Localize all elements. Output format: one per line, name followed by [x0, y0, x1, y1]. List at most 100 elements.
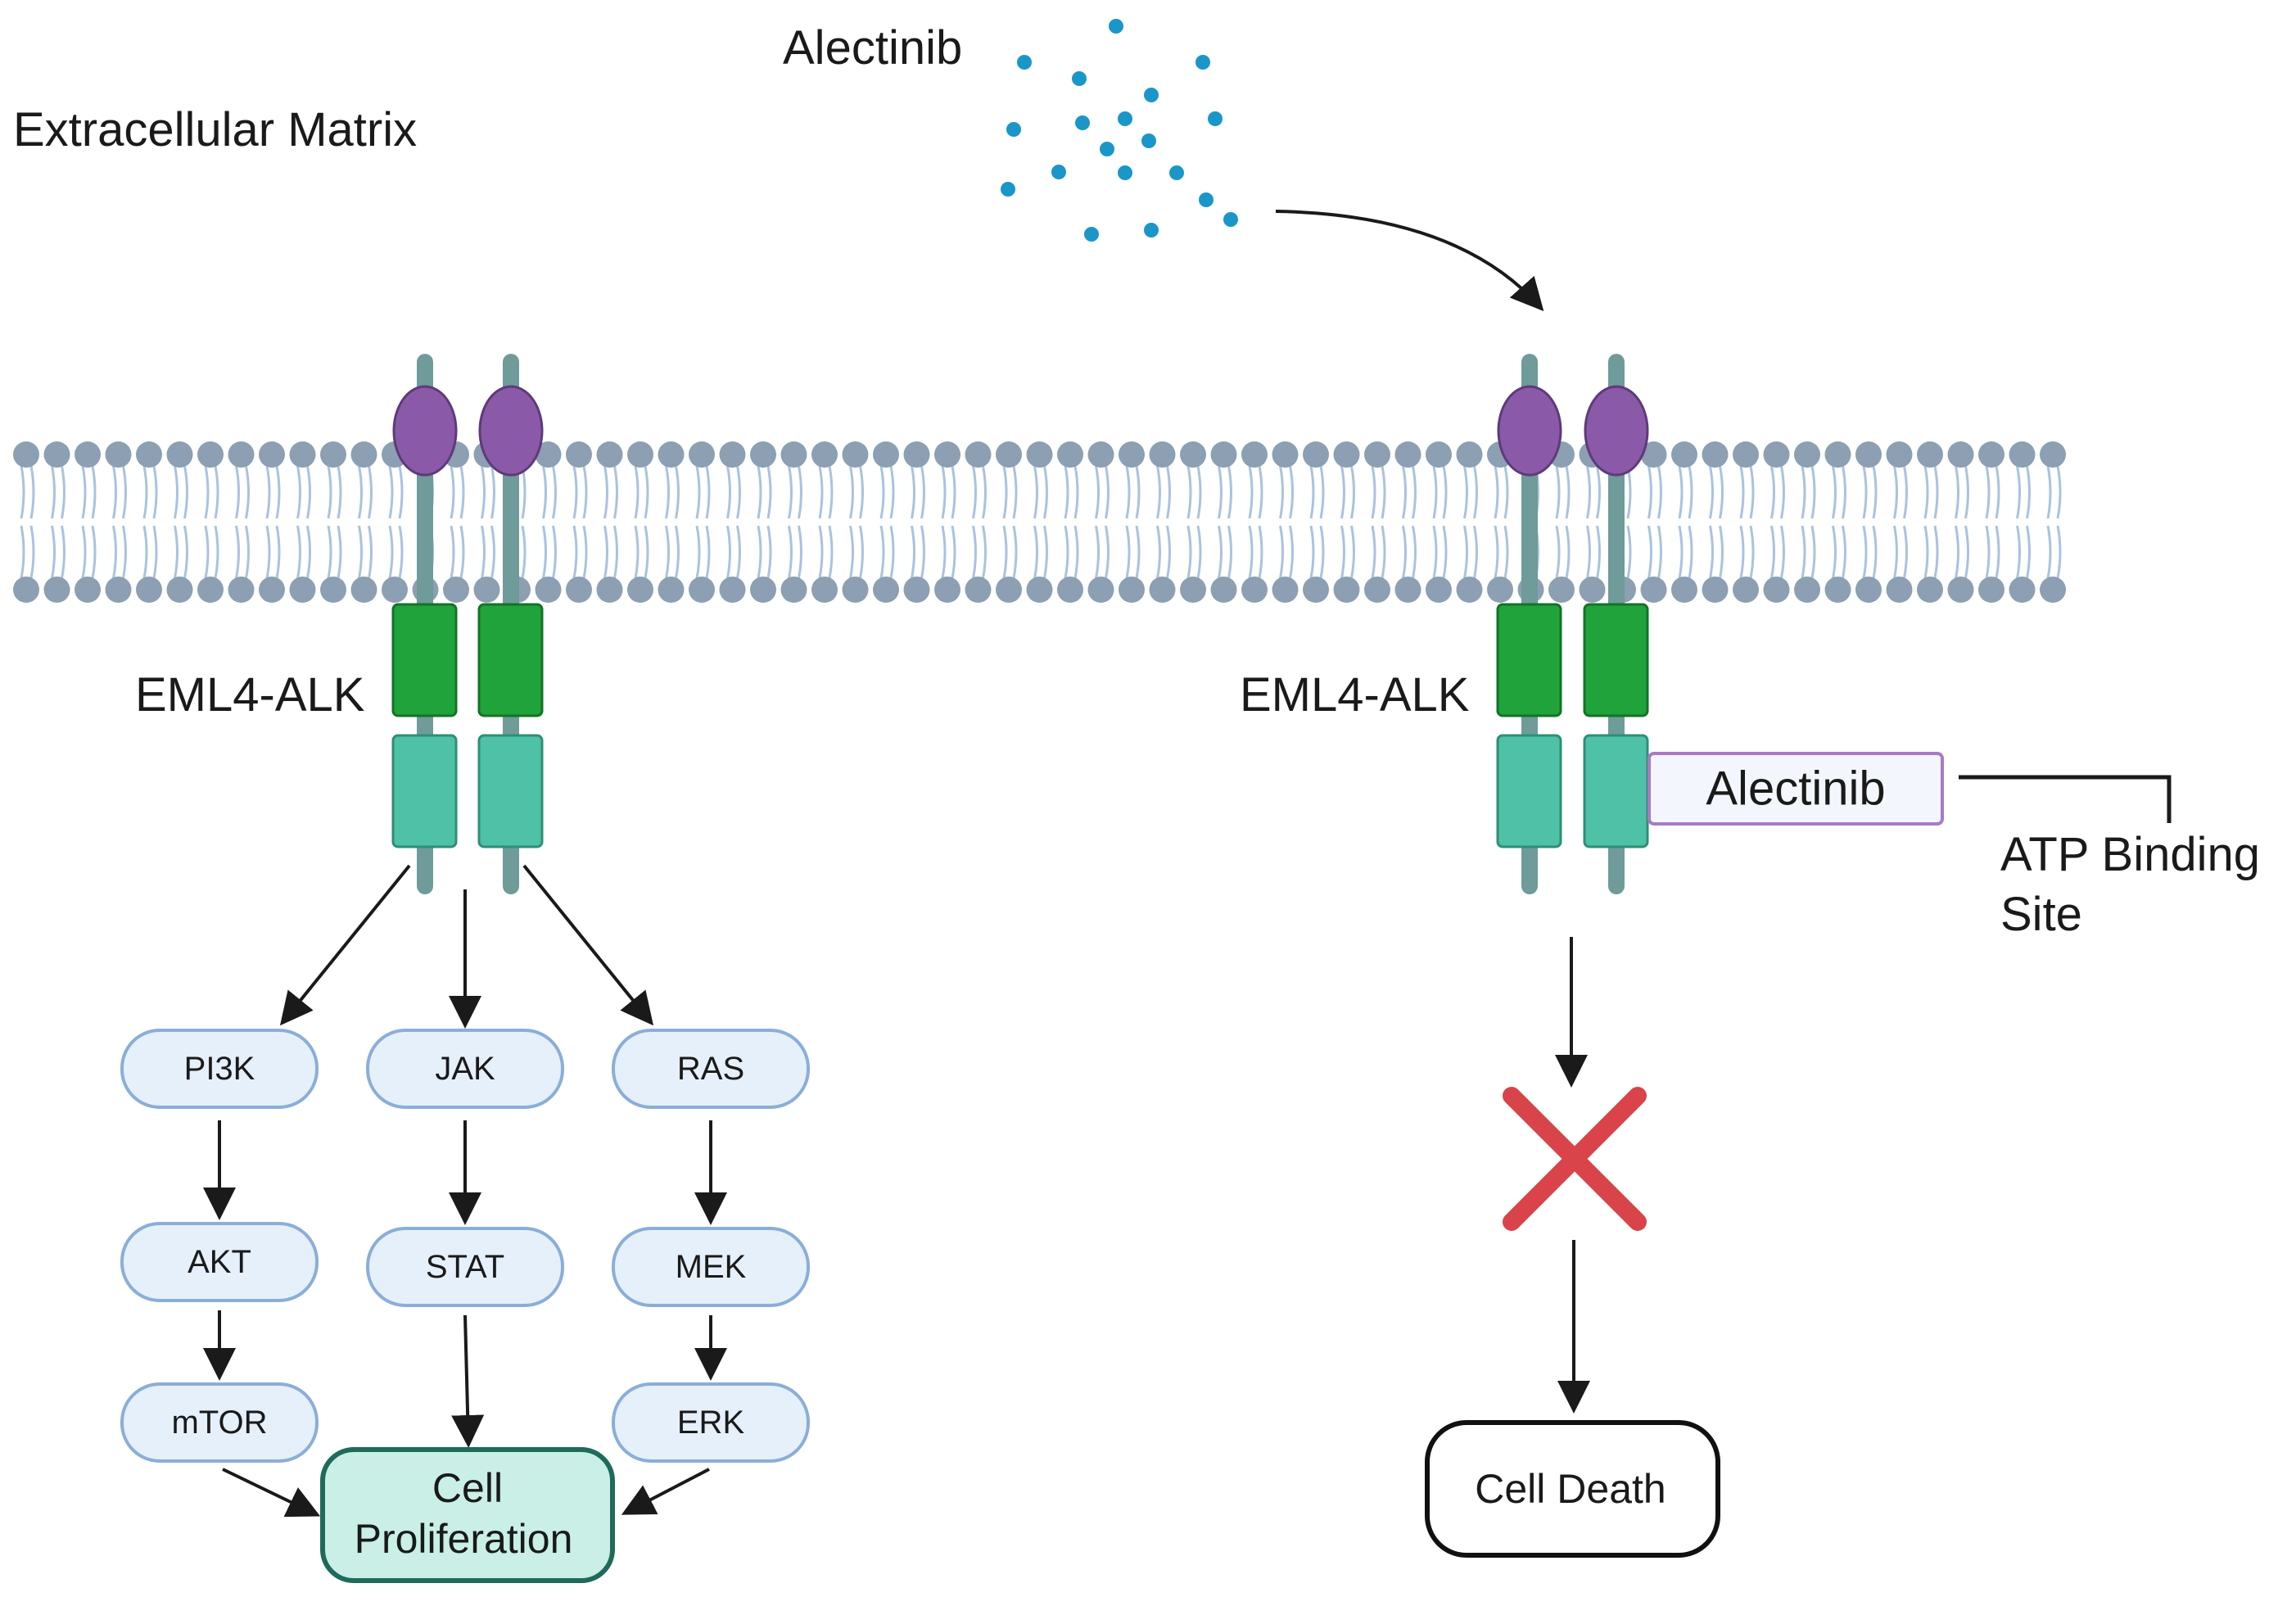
- lipid-tail: [1893, 525, 1898, 579]
- alectinib-particle: [1075, 115, 1090, 130]
- lipid-head: [350, 577, 377, 603]
- lipid-tail: [1586, 525, 1591, 579]
- lipid-tail: [142, 465, 148, 519]
- lipid-tail: [1186, 465, 1192, 519]
- lipid-tail: [613, 465, 618, 519]
- lipid-tail: [1463, 465, 1468, 519]
- lipid-tail: [459, 465, 465, 519]
- lipid-tail: [828, 465, 834, 519]
- lipid-tail: [941, 525, 947, 579]
- lipid-head: [1456, 441, 1483, 468]
- lipid-tail: [1709, 525, 1714, 579]
- lipid-tail: [889, 525, 895, 579]
- lipid-tail: [1289, 465, 1294, 519]
- lipid-tail: [665, 465, 670, 519]
- lipid-tail: [245, 525, 250, 579]
- lipid-head: [1855, 577, 1882, 603]
- lipid-head: [136, 577, 162, 603]
- lipid-tail: [2046, 525, 2052, 579]
- lipid-tail: [1801, 465, 1806, 519]
- lipid-tail: [1719, 525, 1724, 579]
- lipid-tail: [757, 465, 762, 519]
- lipid-tail: [695, 525, 701, 579]
- lipid-tail: [296, 465, 301, 519]
- lipid-head: [136, 441, 162, 468]
- lipid-tail: [798, 525, 802, 579]
- lipid-tail: [1196, 525, 1202, 579]
- lipid-head: [1272, 441, 1299, 468]
- lipid-tail: [1381, 525, 1386, 579]
- lipid-head: [873, 577, 899, 603]
- blocked-signal-x-icon: [1503, 1087, 1647, 1231]
- lipid-tail: [757, 525, 762, 579]
- lipid-tail: [1749, 465, 1755, 519]
- receptor-left-label: EML4-ALK: [135, 668, 365, 722]
- lipid-tail: [521, 525, 527, 579]
- lipid-head: [1947, 577, 1974, 603]
- arrow-receptor-to-ras: [522, 864, 654, 1026]
- lipid-tail: [1350, 465, 1355, 519]
- alectinib-particle: [1118, 111, 1132, 126]
- lipid-tail: [490, 525, 495, 579]
- lipid-head: [2009, 441, 2036, 468]
- lipid-tail: [911, 465, 915, 519]
- lipid-tail: [306, 525, 311, 579]
- jak-label: JAK: [435, 1051, 495, 1087]
- lipid-tail: [1125, 525, 1131, 579]
- alectinib-particle: [1051, 165, 1066, 179]
- lipid-head: [1026, 441, 1053, 468]
- lipid-tail: [368, 525, 373, 579]
- lipid-tail: [1503, 465, 1509, 519]
- lipid-head: [965, 577, 992, 603]
- drug-approach-arrow: [1275, 210, 1544, 311]
- arrow-stat-to-proliferation: [451, 1314, 485, 1448]
- lipid-head: [1640, 441, 1667, 468]
- lipid-head: [197, 577, 224, 603]
- lipid-tail: [1872, 525, 1878, 579]
- lipid-tail: [490, 465, 495, 519]
- lipid-tail: [388, 525, 394, 579]
- lipid-tail: [245, 465, 250, 519]
- lipid-tail: [1647, 525, 1652, 579]
- lipid-tail: [1073, 465, 1079, 519]
- lipid-tail: [798, 465, 802, 519]
- lipid-head: [934, 441, 960, 468]
- lipid-tail: [736, 465, 741, 519]
- lipid-tail: [1494, 465, 1499, 519]
- lipid-tail: [2046, 465, 2052, 519]
- membrane-lipid-tails: [20, 465, 2062, 579]
- lipid-head: [1149, 441, 1176, 468]
- lipid-tail: [582, 525, 588, 579]
- receptor-lower-domain: [477, 734, 544, 848]
- lipid-head: [1333, 577, 1360, 603]
- lipid-tail: [951, 465, 956, 519]
- lipid-tail: [235, 465, 240, 519]
- lipid-tail: [920, 525, 925, 579]
- lipid-tail: [1780, 525, 1785, 579]
- lipid-head: [1303, 577, 1329, 603]
- lipid-tail: [1565, 465, 1571, 519]
- lipid-tail: [368, 465, 373, 519]
- lipid-head: [842, 441, 869, 468]
- lipid-tail: [1105, 525, 1110, 579]
- lipid-head: [1026, 577, 1053, 603]
- lipid-tail: [644, 525, 649, 579]
- lipid-tail: [1412, 525, 1417, 579]
- lipid-tail: [582, 465, 588, 519]
- lipid-tail: [1995, 525, 2000, 579]
- lipid-tail: [705, 465, 711, 519]
- lipid-head: [1241, 577, 1268, 603]
- lipid-tail: [142, 525, 148, 579]
- lipid-head: [750, 441, 776, 468]
- lipid-head: [1978, 441, 2004, 468]
- alectinib-particle: [1072, 71, 1087, 86]
- lipid-tail: [1135, 525, 1141, 579]
- alectinib-particle: [1208, 111, 1223, 126]
- lipid-tail: [879, 525, 885, 579]
- lipid-tail: [2056, 525, 2062, 579]
- lipid-tail: [1166, 525, 1171, 579]
- lipid-head: [658, 441, 685, 468]
- alectinib-particle: [1199, 192, 1214, 207]
- lipid-tail: [1872, 465, 1878, 519]
- lipid-tail: [695, 465, 701, 519]
